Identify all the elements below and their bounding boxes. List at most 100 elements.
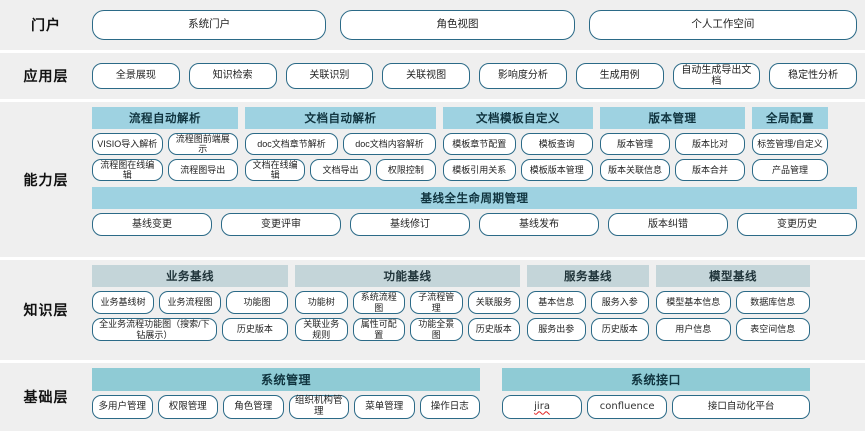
capability-group-row: 标签管理/自定义 [752, 133, 828, 155]
knowledge-item-1-2-2[interactable]: 历史版本 [221, 318, 288, 341]
application-items: 全景展现知识检索关联识别关联视图影响度分析生成用例自动生成导出文档稳定性分析 [92, 53, 865, 99]
knowledge-item-4-1-1[interactable]: 模型基本信息 [656, 291, 731, 314]
knowledge-item-1-2-1[interactable]: 全业务流程功能图（搜索/下钻展示） [92, 318, 217, 341]
lifecycle-button-2[interactable]: 变更评审 [221, 213, 341, 236]
capability-group-header: 流程自动解析 [92, 107, 238, 129]
knowledge-group-row: 用户信息表空间信息 [656, 318, 810, 341]
lifecycle-button-3[interactable]: 基线修订 [350, 213, 470, 236]
application-button-2[interactable]: 知识检索 [188, 63, 277, 89]
lifecycle-button-4[interactable]: 基线发布 [479, 213, 599, 236]
foundation-item-1-4[interactable]: 组织机构管理 [288, 395, 349, 419]
knowledge-item-4-1-2[interactable]: 数据库信息 [735, 291, 810, 314]
capability-item-2-2-1[interactable]: 文档在线编辑 [245, 159, 306, 181]
knowledge-group-row: 关联业务规则属性可配置功能全景图历史版本 [295, 318, 520, 341]
capability-item-1-2-2[interactable]: 流程图导出 [167, 159, 238, 181]
knowledge-item-2-2-2[interactable]: 属性可配置 [352, 318, 405, 341]
knowledge-item-2-1-2[interactable]: 系统流程图 [352, 291, 405, 314]
capability-group-row: 文档在线编辑文档导出权限控制 [245, 159, 436, 181]
capability-item-3-2-1[interactable]: 模板引用关系 [443, 159, 516, 181]
application-button-7[interactable]: 自动生成导出文档 [672, 63, 761, 89]
capability-group-5: 全局配置标签管理/自定义产品管理 [752, 107, 828, 181]
knowledge-group-header: 模型基线 [656, 265, 810, 287]
foundation-group-header: 系统接口 [502, 368, 810, 391]
capability-item-3-1-1[interactable]: 模板章节配置 [443, 133, 516, 155]
foundation-group-1: 系统管理多用户管理权限管理角色管理组织机构管理菜单管理操作日志 [92, 368, 480, 419]
capability-item-2-1-2[interactable]: doc文档内容解析 [343, 133, 436, 155]
portal-button-2[interactable]: 角色视图 [340, 10, 575, 40]
capability-item-1-1-1[interactable]: VISIO导入解析 [92, 133, 163, 155]
lifecycle-button-6[interactable]: 变更历史 [737, 213, 857, 236]
application-button-5[interactable]: 影响度分析 [479, 63, 567, 89]
capability-group-row: 模板引用关系模板版本管理 [443, 159, 593, 181]
foundation-item-1-6[interactable]: 操作日志 [419, 395, 480, 419]
knowledge-item-2-2-4[interactable]: 历史版本 [467, 318, 520, 341]
foundation-item-2-1[interactable]: jira [502, 395, 583, 419]
knowledge-item-3-2-1[interactable]: 服务出参 [527, 318, 586, 341]
lifecycle-button-5[interactable]: 版本纠错 [608, 213, 728, 236]
capability-lifecycle: 基线全生命周期管理 基线变更变更评审基线修订基线发布版本纠错变更历史 [92, 187, 857, 236]
capability-group-row: 版本管理版本比对 [600, 133, 745, 155]
portal-button-3[interactable]: 个人工作空间 [588, 10, 857, 40]
capability-group-4: 版本管理版本管理版本比对版本关联信息版本合并 [600, 107, 745, 181]
knowledge-item-2-2-3[interactable]: 功能全景图 [410, 318, 463, 341]
application-button-1[interactable]: 全景展现 [92, 63, 180, 89]
capability-item-4-1-1[interactable]: 版本管理 [600, 133, 670, 155]
capability-item-2-1-1[interactable]: doc文档章节解析 [245, 133, 338, 155]
capability-group-3: 文档模板自定义模板章节配置模板查询模板引用关系模板版本管理 [443, 107, 593, 181]
lifecycle-items: 基线变更变更评审基线修订基线发布版本纠错变更历史 [92, 213, 857, 236]
capability-group-row: VISIO导入解析流程图前端展示 [92, 133, 238, 155]
knowledge-item-4-2-2[interactable]: 表空间信息 [735, 318, 810, 341]
application-button-8[interactable]: 稳定性分析 [769, 63, 857, 89]
capability-item-5-2-1[interactable]: 产品管理 [752, 159, 828, 181]
layer-row-knowledge: 知识层 业务基线业务基线树业务流程图功能图全业务流程功能图（搜索/下钻展示）历史… [0, 260, 865, 360]
capability-item-4-1-2[interactable]: 版本比对 [675, 133, 745, 155]
knowledge-item-2-1-3[interactable]: 子流程管理 [410, 291, 463, 314]
knowledge-item-1-1-1[interactable]: 业务基线树 [92, 291, 154, 314]
lifecycle-header: 基线全生命周期管理 [92, 187, 857, 209]
capability-item-4-2-1[interactable]: 版本关联信息 [600, 159, 670, 181]
knowledge-item-2-1-4[interactable]: 关联服务 [467, 291, 520, 314]
capability-item-2-2-3[interactable]: 权限控制 [375, 159, 436, 181]
knowledge-item-1-1-3[interactable]: 功能图 [226, 291, 288, 314]
foundation-item-1-1[interactable]: 多用户管理 [92, 395, 153, 419]
knowledge-item-3-1-1[interactable]: 基本信息 [527, 291, 586, 314]
foundation-item-1-5[interactable]: 菜单管理 [354, 395, 415, 419]
knowledge-group-1: 业务基线业务基线树业务流程图功能图全业务流程功能图（搜索/下钻展示）历史版本 [92, 265, 288, 341]
foundation-item-1-2[interactable]: 权限管理 [157, 395, 218, 419]
layer-label-application: 应用层 [23, 68, 69, 84]
foundation-item-2-2[interactable]: confluence [587, 395, 668, 419]
application-button-4[interactable]: 关联视图 [382, 63, 470, 89]
capability-item-5-1-1[interactable]: 标签管理/自定义 [752, 133, 828, 155]
jira-logo-text: jira [534, 401, 550, 413]
capability-group-row: 模板章节配置模板查询 [443, 133, 593, 155]
lifecycle-button-1[interactable]: 基线变更 [92, 213, 212, 236]
capability-item-1-1-2[interactable]: 流程图前端展示 [167, 133, 238, 155]
portal-button-1[interactable]: 系统门户 [92, 10, 327, 40]
knowledge-item-3-2-2[interactable]: 历史版本 [590, 318, 649, 341]
knowledge-item-1-1-2[interactable]: 业务流程图 [159, 291, 221, 314]
portal-items: 系统门户角色视图个人工作空间 [92, 0, 865, 50]
foundation-group-row: 多用户管理权限管理角色管理组织机构管理菜单管理操作日志 [92, 395, 480, 419]
foundation-item-1-3[interactable]: 角色管理 [223, 395, 284, 419]
foundation-item-2-3[interactable]: 接口自动化平台 [672, 395, 811, 419]
knowledge-group-row: 模型基本信息数据库信息 [656, 291, 810, 314]
capability-item-1-2-1[interactable]: 流程图在线编辑 [92, 159, 163, 181]
foundation-group-2: 系统接口 jira confluence 接口自动化平台 [502, 368, 811, 419]
capability-item-4-2-2[interactable]: 版本合并 [675, 159, 745, 181]
knowledge-item-3-1-2[interactable]: 服务入参 [590, 291, 649, 314]
capability-item-3-2-2[interactable]: 模板版本管理 [520, 159, 593, 181]
capability-item-2-2-2[interactable]: 文档导出 [310, 159, 371, 181]
application-button-6[interactable]: 生成用例 [575, 63, 664, 89]
confluence-logo-text: confluence [599, 401, 655, 413]
capability-item-3-1-2[interactable]: 模板查询 [520, 133, 593, 155]
knowledge-item-2-2-1[interactable]: 关联业务规则 [295, 318, 348, 341]
layer-label-capability: 能力层 [23, 171, 69, 188]
application-button-3[interactable]: 关联识别 [285, 63, 374, 89]
knowledge-item-4-2-1[interactable]: 用户信息 [656, 318, 731, 341]
capability-group-1: 流程自动解析 VISIO导入解析流程图前端展示流程图在线编辑流程图导出 [92, 107, 238, 181]
knowledge-item-2-1-1[interactable]: 功能树 [295, 291, 348, 314]
